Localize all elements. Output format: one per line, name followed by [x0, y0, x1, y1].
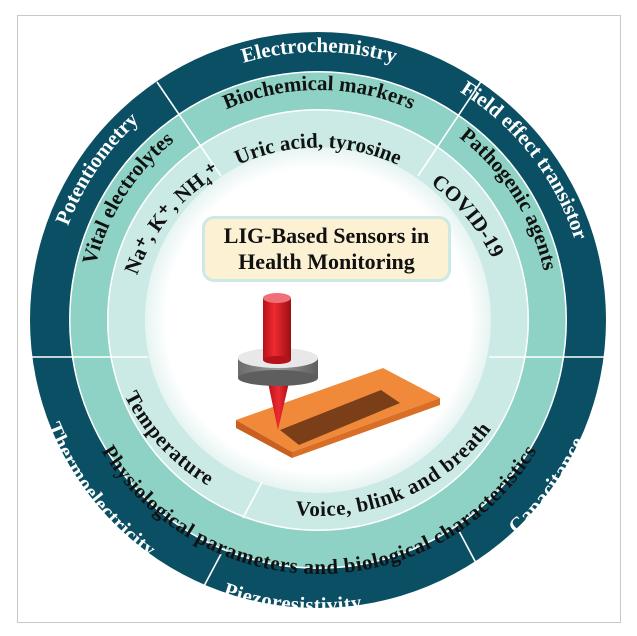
divider-inner-bottom	[242, 481, 263, 519]
title-box: LIG-Based Sensors in Health Monitoring	[202, 216, 451, 282]
laser-head	[263, 293, 291, 364]
title-line-1: LIG-Based Sensors in	[223, 223, 430, 248]
laser-tip	[267, 378, 290, 430]
figure-frame	[17, 15, 621, 623]
laser-writing-icon	[236, 293, 440, 458]
divider-bottom-left	[203, 553, 222, 587]
title-line-2: Health Monitoring	[238, 249, 415, 274]
lig-pattern	[280, 390, 400, 445]
divider-top-left	[156, 81, 222, 177]
divider-top-right	[417, 79, 483, 177]
segment-dividers	[30, 79, 607, 587]
divider-bottom-right	[458, 530, 477, 564]
